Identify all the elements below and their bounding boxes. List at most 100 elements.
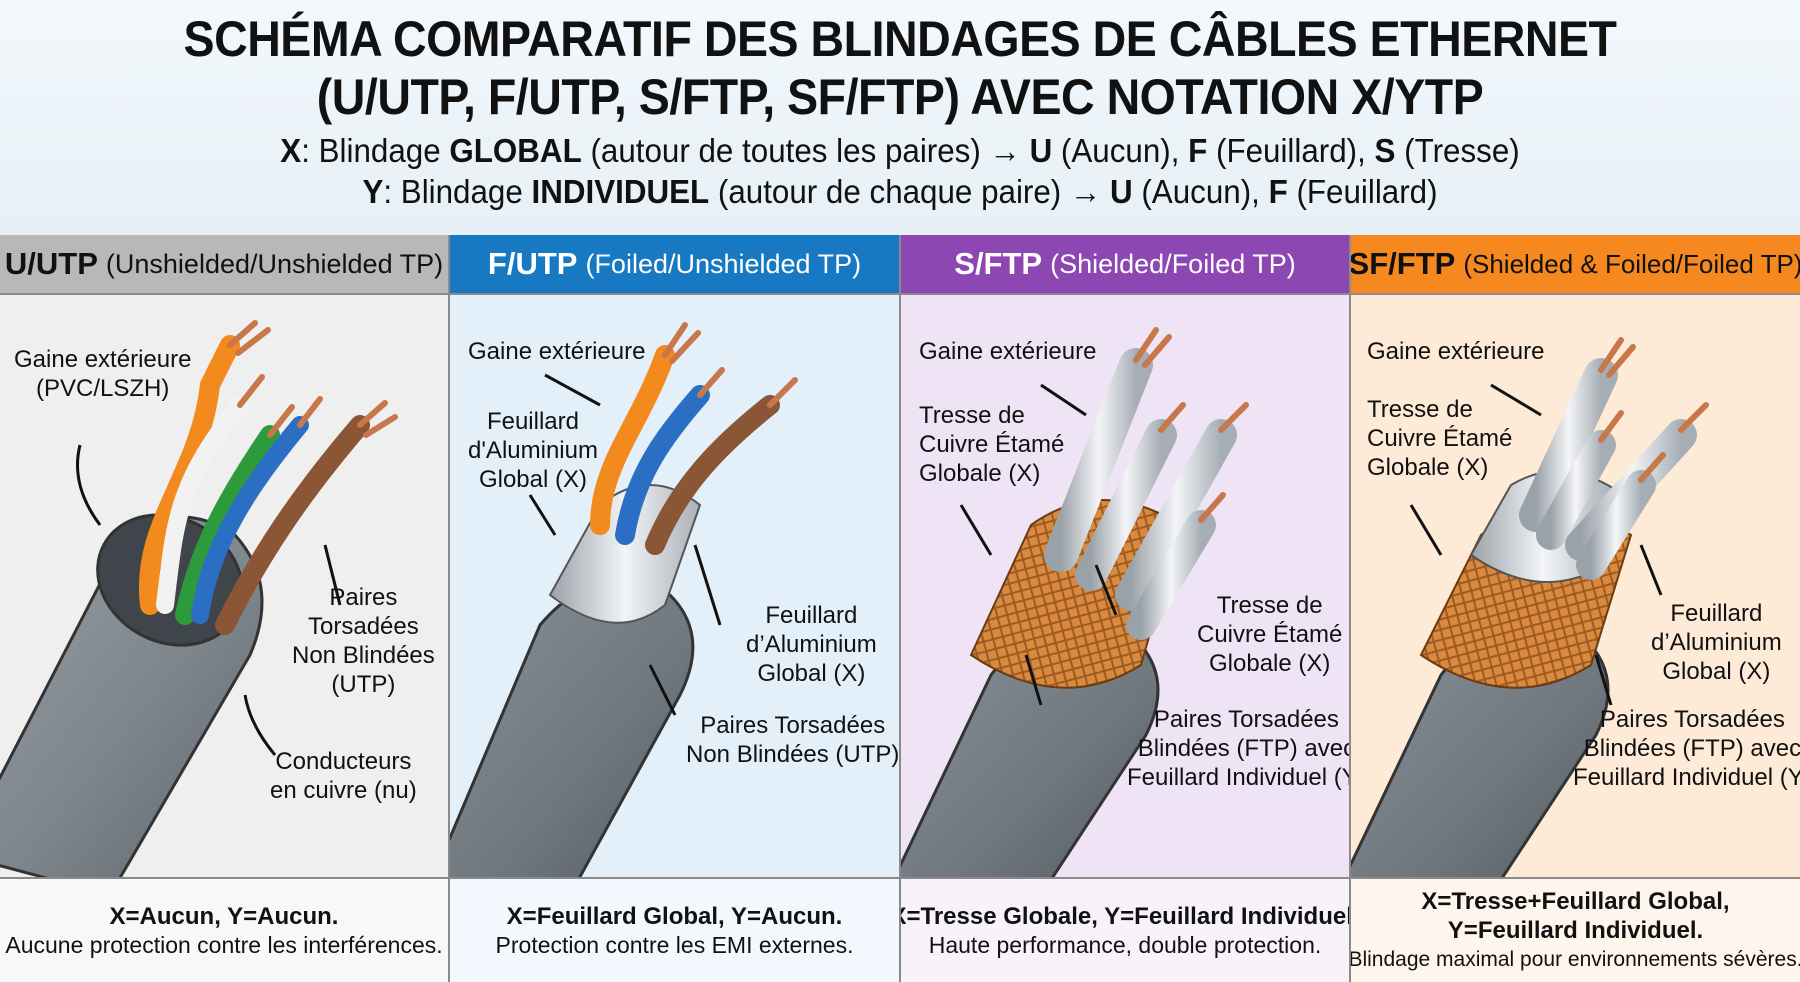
legend-y-opt-u-desc: (Aucun),	[1132, 173, 1269, 210]
blue-pair-wire	[191, 416, 309, 624]
column-sftp-footer-text: Haute performance, double protection.	[928, 931, 1322, 958]
column-sfftp-footer-bold: X=Tresse+Feuillard Global,	[1421, 888, 1730, 915]
column-sfftp-subtitle: (Shielded & Foiled/Foiled TP)	[1463, 248, 1800, 279]
label-conductors: Conducteurs en cuivre (nu)	[270, 747, 417, 805]
legend-x-opt-f: F	[1188, 132, 1208, 169]
column-sfftp-header: SF/FTP (Shielded & Foiled/Foiled TP)	[1351, 235, 1800, 295]
title-line-2: (U/UTP, F/UTP, S/FTP, SF/FTP) AVEC NOTAT…	[316, 69, 1484, 125]
copper-conductors	[662, 322, 798, 408]
orange-pair-wire	[138, 335, 240, 615]
label-pairs-line3: Non Blindées	[292, 642, 435, 669]
legend-y-keyword: INDIVIDUEL	[531, 173, 710, 210]
column-sfftp-footer-bold-2: Y=Feuillard Individuel.	[1447, 917, 1704, 944]
legend-x-opt-u: U	[1029, 132, 1053, 169]
legend-x-letter: X	[280, 132, 302, 169]
label-jacket: Gaine extérieure	[468, 338, 646, 365]
brown-pair-wire	[215, 415, 370, 635]
label-pairs-line2: Blindées (FTP) avec	[1137, 735, 1351, 762]
label-pairs: Paires Torsadées Non Blindées (UTP)	[292, 583, 435, 699]
futp-cable-drawing	[450, 322, 798, 877]
foiled-pairs	[1044, 348, 1237, 640]
label-foil-bottom-line2: d’Aluminium	[746, 631, 877, 658]
label-braid-line3: Globale (X)	[1367, 454, 1489, 481]
label-jacket: Gaine extérieure (PVC/LSZH)	[14, 345, 191, 403]
label-pairs-line3: Feuillard Individuel (Y)	[1127, 764, 1351, 791]
label-foil-line1: Feuillard	[1670, 600, 1763, 627]
blue-pair-wire	[615, 385, 710, 545]
legend-x-keyword: GLOBAL	[449, 132, 582, 169]
column-sftp: S/FTP (Shielded/Foiled TP)	[901, 235, 1351, 982]
label-braid-top-line2: Cuivre Étamé	[919, 431, 1065, 458]
label-arrows	[1409, 383, 1663, 706]
label-jacket: Gaine extérieure	[919, 338, 1097, 365]
label-braid-bottom: Tresse de Cuivre Étamé Globale (X)	[1197, 591, 1342, 678]
label-arrows	[528, 373, 722, 716]
legend-y-line: Y: Blindage INDIVIDUEL (autour de chaque…	[45, 171, 1755, 212]
column-uutp-subtitle: (Unshielded/Unshielded TP)	[105, 248, 444, 279]
label-jacket: Gaine extérieure	[1367, 338, 1545, 365]
column-sfftp-illustration: Gaine extérieure Tresse de Cuivre Étamé …	[1351, 295, 1800, 877]
label-pairs: Paires Torsadées Blindées (FTP) avec Feu…	[1127, 705, 1351, 792]
column-uutp: U/UTP (Unshielded/Unshielded TP)	[0, 235, 450, 982]
column-sfftp-code: SF/FTP	[1351, 246, 1456, 281]
legend-y-letter: Y	[362, 173, 384, 210]
label-conductors-line1: Conducteurs	[275, 748, 412, 775]
label-pairs: Paires Torsadées Non Blindées (UTP)	[686, 711, 899, 769]
label-braid-bottom-line3: Globale (X)	[1209, 650, 1331, 677]
column-sftp-footer-bold: X=Tresse Globale, Y=Feuillard Individuel…	[901, 902, 1351, 930]
sftp-cable-drawing	[901, 327, 1249, 877]
legend-x-line: X: Blindage GLOBAL (autour de toutes les…	[45, 130, 1755, 171]
label-braid-top-line1: Tresse de	[919, 402, 1025, 429]
legend-y-opt-f: F	[1268, 173, 1288, 210]
label-pairs-line2: Torsadées	[308, 613, 419, 640]
legend-x-desc: (autour de toutes les paires) →	[581, 132, 1030, 169]
label-foil-top: Feuillard d'Aluminium Global (X)	[468, 407, 598, 494]
label-pairs: Paires Torsadées Blindées (FTP) avec Feu…	[1573, 705, 1800, 792]
column-uutp-footer-bold: X=Aucun, Y=Aucun.	[109, 902, 339, 930]
label-foil-bottom: Feuillard d’Aluminium Global (X)	[746, 601, 877, 688]
label-conductors-line2: en cuivre (nu)	[270, 777, 417, 804]
column-uutp-footer: X=Aucun, Y=Aucun. Aucune protection cont…	[0, 877, 448, 982]
legend-y-opt-u: U	[1110, 173, 1133, 210]
label-braid-top: Tresse de Cuivre Étamé Globale (X)	[919, 401, 1064, 488]
column-futp-illustration: Gaine extérieure Feuillard d'Aluminium G…	[450, 295, 899, 877]
column-futp-footer: X=Feuillard Global, Y=Aucun. Protection …	[450, 877, 899, 982]
label-pairs-line1: Paires Torsadées	[1599, 706, 1785, 733]
label-jacket-line2: (PVC/LSZH)	[36, 375, 170, 402]
label-braid-line2: Cuivre Étamé	[1367, 425, 1513, 452]
white-pair-wire	[156, 396, 249, 614]
column-sftp-header: S/FTP (Shielded/Foiled TP)	[901, 235, 1349, 295]
column-uutp-illustration: Gaine extérieure (PVC/LSZH) Paires Torsa…	[0, 295, 448, 877]
label-foil-line3: Global (X)	[1662, 658, 1771, 685]
outer-jacket	[450, 579, 695, 877]
label-braid: Tresse de Cuivre Étamé Globale (X)	[1367, 395, 1512, 482]
label-foil-line2: d’Aluminium	[1651, 629, 1782, 656]
column-futp-subtitle: (Foiled/Unshielded TP)	[585, 248, 862, 279]
page-title: SCHÉMA COMPARATIF DES BLINDAGES DE CÂBLE…	[63, 0, 1737, 126]
label-foil-top-line2: d'Aluminium	[468, 437, 598, 464]
column-futp-header: F/UTP (Foiled/Unshielded TP)	[450, 235, 899, 295]
column-uutp-code: U/UTP	[4, 246, 98, 281]
column-sfftp-footer-text: Blindage maximal pour environnements sév…	[1351, 948, 1800, 971]
column-sftp-footer: X=Tresse Globale, Y=Feuillard Individuel…	[901, 877, 1349, 982]
column-futp-footer-text: Protection contre les EMI externes.	[495, 931, 854, 958]
column-sfftp-footer: X=Tresse+Feuillard Global, Y=Feuillard I…	[1351, 877, 1800, 982]
brown-pair-wire	[645, 395, 780, 555]
label-foil-top-line1: Feuillard	[486, 408, 579, 435]
column-sftp-subtitle: (Shielded/Foiled TP)	[1050, 248, 1296, 279]
legend-x-opt-s: S	[1374, 132, 1396, 169]
label-pairs-line2: Non Blindées (UTP)	[686, 741, 900, 768]
label-jacket-line1: Gaine extérieure	[14, 346, 192, 373]
label-pairs-line4: (UTP)	[331, 671, 396, 698]
copper-conductors	[227, 320, 398, 438]
legend-x-pre: : Blindage	[301, 132, 450, 169]
label-pairs-line3: Feuillard Individuel (Y)	[1573, 764, 1800, 791]
header: SCHÉMA COMPARATIF DES BLINDAGES DE CÂBLE…	[0, 0, 1800, 235]
column-futp-code: F/UTP	[487, 246, 578, 281]
column-futp: F/UTP (Foiled/Unshielded TP)	[450, 235, 901, 982]
column-futp-footer-bold: X=Feuillard Global, Y=Aucun.	[506, 902, 843, 930]
legend-y-desc: (autour de chaque paire) →	[709, 173, 1111, 210]
sfftp-cable-drawing	[1351, 337, 1709, 877]
uutp-cable-drawing	[0, 320, 398, 877]
